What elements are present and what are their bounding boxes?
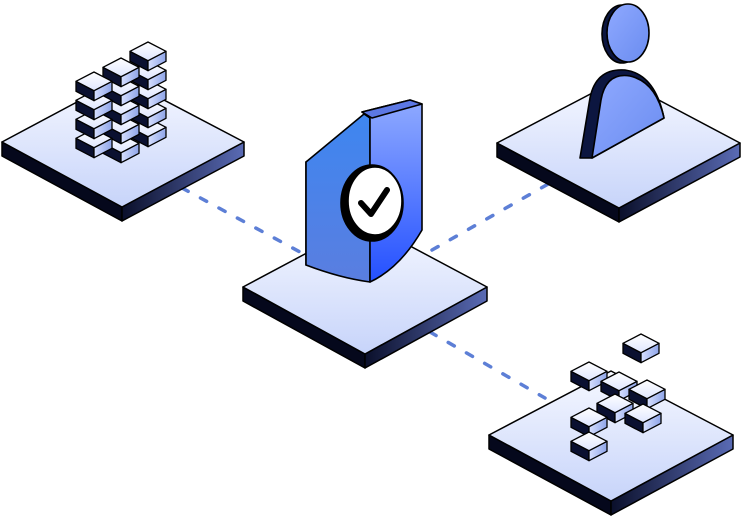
- block-stack-icon: [75, 41, 167, 164]
- connector-scattered-blocks: [428, 330, 547, 400]
- connector-user: [430, 181, 552, 252]
- connector-data-blocks: [180, 186, 302, 254]
- scattered-blocks-icon: [570, 333, 666, 462]
- block-brick: [75, 71, 113, 102]
- block-cube: [570, 431, 608, 462]
- block-cube: [624, 403, 662, 434]
- block-brick: [102, 57, 140, 88]
- user-icon: [579, 3, 665, 159]
- block-cube: [622, 333, 660, 364]
- platform-scattered-blocks: [488, 370, 734, 516]
- shield-check-icon: [305, 99, 423, 283]
- block-brick: [129, 41, 167, 72]
- block-cube: [570, 361, 608, 392]
- check-mark-icon: [358, 187, 390, 217]
- connector-lines: [180, 181, 552, 400]
